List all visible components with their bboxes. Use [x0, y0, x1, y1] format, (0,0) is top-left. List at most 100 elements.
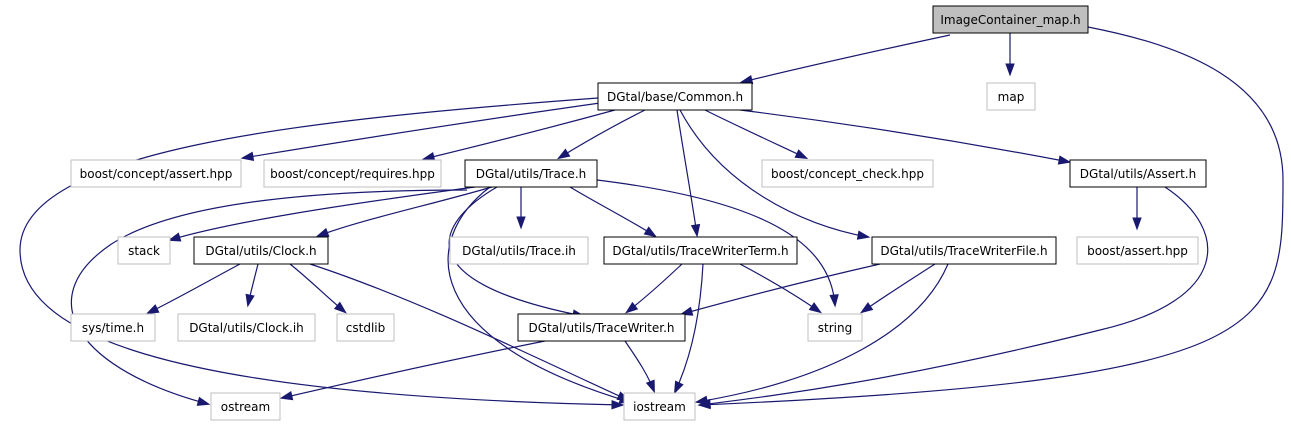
- node-label: string: [818, 321, 852, 335]
- node-box: [603, 236, 798, 265]
- edge-line: [169, 186, 476, 241]
- edge-common-to-bca: [240, 102, 601, 161]
- node-cstdlib: cstdlib: [336, 313, 395, 342]
- edge-trace-to-ostream: [70, 189, 468, 406]
- node-box: [193, 236, 329, 265]
- node-label: boost/concept_check.hpp: [771, 167, 924, 181]
- edge-line: [423, 109, 616, 160]
- edge-arrowhead: [421, 151, 436, 162]
- edge-line: [281, 340, 546, 399]
- node-common[interactable]: DGtal/base/Common.h: [597, 82, 753, 111]
- node-box: [597, 82, 753, 111]
- node-label: DGtal/utils/TraceWriterFile.h: [880, 244, 1047, 258]
- node-label: sys/time.h: [82, 321, 144, 335]
- node-label: stack: [128, 244, 160, 258]
- node-label: cstdlib: [346, 321, 385, 335]
- edge-arrowhead: [1057, 155, 1072, 165]
- edge-arrowhead: [694, 395, 709, 405]
- edge-trace-to-string: [596, 179, 839, 308]
- node-clock[interactable]: DGtal/utils/Clock.h: [193, 236, 329, 265]
- edge-tw-to-iostream: [624, 340, 655, 394]
- edge-arrowhead: [145, 304, 160, 315]
- node-box: [932, 5, 1089, 34]
- edge-arrowhead: [808, 302, 823, 314]
- edge-line: [70, 189, 468, 405]
- edge-twfile-to-tw: [679, 263, 881, 316]
- node-box: [70, 159, 242, 188]
- node-stack: stack: [117, 236, 171, 265]
- edge-line: [289, 263, 346, 313]
- edge-arrowhead: [856, 230, 871, 240]
- node-tw[interactable]: DGtal/utils/TraceWriter.h: [517, 313, 686, 342]
- edge-line: [699, 26, 1284, 406]
- edge-arrowhead: [673, 380, 684, 395]
- node-bassert: boost/assert.hpp: [1076, 236, 1199, 265]
- node-label: boost/concept/requires.hpp: [270, 167, 435, 181]
- edge-arrowhead: [739, 74, 754, 85]
- edge-line: [558, 109, 646, 159]
- node-iostream: iostream: [623, 392, 696, 421]
- node-box: [517, 313, 686, 342]
- edge-arrowhead: [245, 293, 255, 308]
- node-box: [117, 236, 171, 265]
- edge-trace-to-stack: [167, 186, 476, 242]
- node-label: DGtal/utils/Trace.ih: [462, 244, 576, 258]
- edge-arrowhead: [690, 223, 701, 238]
- edge-twterm-to-string: [739, 263, 823, 314]
- node-label: DGtal/utils/Clock.ih: [189, 321, 304, 335]
- edge-twfile-to-string: [859, 263, 936, 314]
- edge-arrowhead: [645, 379, 655, 394]
- node-label: DGtal/utils/TraceWriter.h: [528, 321, 674, 335]
- node-box: [761, 159, 934, 188]
- edge-twfile-to-iostream: [694, 263, 949, 405]
- node-twterm[interactable]: DGtal/utils/TraceWriterTerm.h: [603, 236, 798, 265]
- node-trace[interactable]: DGtal/utils/Trace.h: [464, 159, 598, 188]
- node-box: [807, 313, 863, 342]
- edge-trace-to-clock: [315, 186, 493, 237]
- edge-arrowhead: [315, 227, 330, 237]
- edge-line: [19, 97, 623, 406]
- edge-line: [447, 186, 631, 403]
- edge-arrowhead: [1132, 217, 1142, 231]
- node-bca: boost/concept/assert.hpp: [70, 159, 242, 188]
- node-twfile[interactable]: DGtal/utils/TraceWriterFile.h: [871, 236, 1057, 265]
- node-label: boost/assert.hpp: [1087, 244, 1188, 258]
- edge-line: [699, 186, 1209, 406]
- node-label: iostream: [633, 400, 686, 414]
- edge-arrowhead: [196, 396, 211, 406]
- edge-line: [626, 263, 683, 313]
- edge-arrowhead: [167, 232, 182, 242]
- edge-arrowhead: [516, 216, 526, 230]
- node-ostream: ostream: [210, 392, 281, 421]
- node-box: [986, 82, 1036, 111]
- node-box: [263, 159, 442, 188]
- edge-common-to-bcc: [704, 109, 809, 160]
- edge-line: [679, 109, 869, 238]
- node-box: [336, 313, 395, 342]
- edge-line: [674, 263, 704, 393]
- node-box: [449, 236, 589, 265]
- node-string: string: [807, 313, 863, 342]
- edge-line: [309, 263, 629, 401]
- edge-twterm-to-tw: [625, 263, 683, 314]
- node-label: DGtal/utils/Trace.h: [476, 167, 587, 181]
- node-image[interactable]: ImageContainer_map.h: [932, 5, 1089, 34]
- edge-arrowhead: [556, 148, 571, 160]
- edge-line: [596, 179, 836, 306]
- node-box: [70, 313, 156, 342]
- edge-line: [739, 109, 1070, 163]
- edge-common-to-iostream: [19, 97, 625, 410]
- node-assert[interactable]: DGtal/utils/Assert.h: [1069, 159, 1207, 188]
- edge-tw-to-ostream: [279, 340, 546, 401]
- node-box: [1069, 159, 1207, 188]
- node-map: map: [986, 82, 1036, 111]
- edge-arrowhead: [333, 301, 347, 314]
- node-label: map: [998, 90, 1025, 104]
- node-traceih: DGtal/utils/Trace.ih: [449, 236, 589, 265]
- node-label: boost/concept/assert.hpp: [80, 167, 233, 181]
- node-label: DGtal/utils/TraceWriterTerm.h: [612, 244, 788, 258]
- edge-line: [569, 186, 656, 237]
- edge-clock-to-systime: [145, 263, 241, 315]
